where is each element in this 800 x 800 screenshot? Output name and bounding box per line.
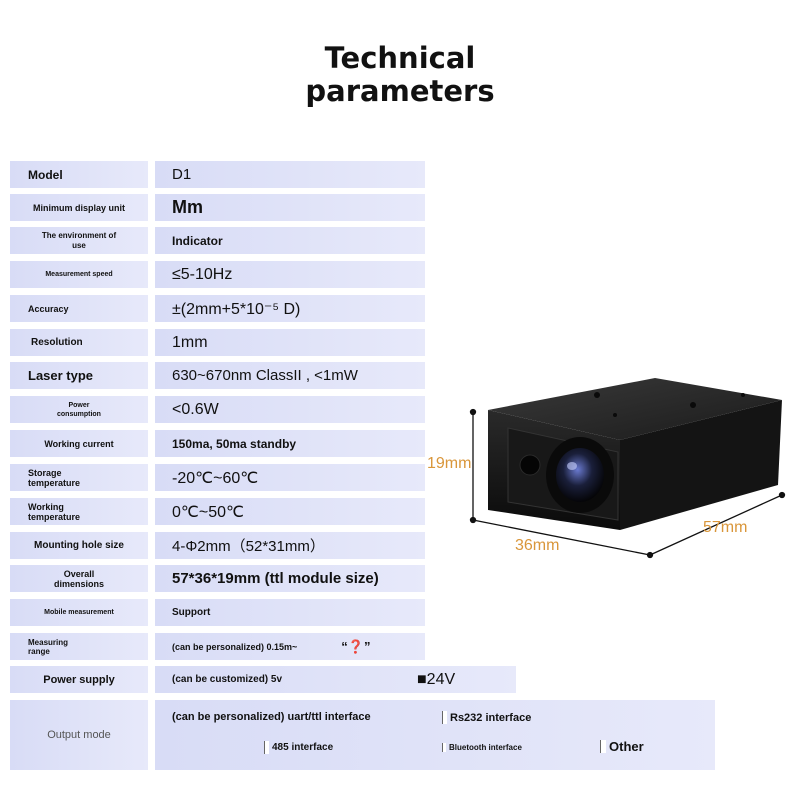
page-title: Technical parameters — [250, 42, 550, 108]
checkbox-icon — [600, 740, 606, 753]
value-accuracy: ±(2mm+5*10⁻⁵ D) — [155, 295, 425, 322]
dimension-height: 19mm — [427, 455, 472, 472]
value-resolution: 1mm — [155, 329, 425, 356]
label-model: Model — [10, 161, 148, 188]
output-option-other: Other — [600, 739, 644, 754]
value-model: D1 — [155, 161, 425, 188]
output-option-485: 485 interface — [264, 741, 333, 754]
value-power-supply: (can be customized) 5v ■24V — [155, 666, 516, 693]
value-min-display-unit: Mm — [155, 194, 425, 221]
small-lens-icon — [519, 454, 541, 476]
label-measuring-range: Measuring range — [10, 633, 148, 660]
label-environment: The environment of use — [10, 227, 148, 254]
output-option-bluetooth: Bluetooth interface — [442, 743, 522, 752]
label-min-display-unit: Minimum display unit — [10, 194, 148, 221]
product-image — [469, 378, 786, 559]
label-mobile-measurement: Mobile measurement — [10, 599, 148, 626]
module-top-face — [488, 378, 782, 440]
value-measurement-speed: ≤5-10Hz — [155, 261, 425, 288]
label-power-supply: Power supply — [10, 666, 148, 693]
label-accuracy: Accuracy — [10, 295, 148, 322]
dimension-width: 36mm — [515, 537, 560, 554]
output-option-rs232: Rs232 interface — [442, 711, 531, 724]
power-supply-extra: ■24V — [417, 670, 456, 688]
label-resolution: Resolution — [10, 329, 148, 356]
label-overall-dimensions: Overall dimensions — [10, 565, 148, 592]
value-working-temperature: 0℃~50℃ — [155, 498, 425, 525]
measuring-range-extra: “❓” — [341, 638, 371, 654]
title-line-1: Technical — [324, 41, 476, 75]
value-overall-dimensions: 57*36*19mm (ttl module size) — [155, 565, 425, 592]
checkbox-icon — [264, 741, 269, 754]
label-working-current: Working current — [10, 430, 148, 457]
value-measuring-range: (can be personalized) 0.15m~ “❓” — [155, 633, 425, 660]
title-line-2: parameters — [305, 74, 495, 108]
label-output-mode: Output mode — [10, 700, 148, 770]
value-environment: Indicator — [155, 227, 425, 254]
value-laser-type: 630~670nm ClassII , <1mW — [155, 362, 425, 389]
checkbox-icon — [442, 711, 447, 724]
measuring-range-text: (can be personalized) 0.15m~ — [172, 641, 298, 652]
power-supply-text: (can be customized) 5v — [172, 674, 283, 685]
value-output-mode — [155, 700, 715, 770]
label-storage-temperature: Storage temperature — [10, 464, 148, 491]
value-working-current: 150ma, 50ma standby — [155, 430, 425, 457]
label-power-consumption: Power consumption — [10, 396, 148, 423]
dimension-length: 57mm — [703, 519, 748, 536]
label-measurement-speed: Measurement speed — [10, 261, 148, 288]
value-mounting-hole-size: 4-Φ2mm（52*31mm） — [155, 532, 425, 559]
value-storage-temperature: -20℃~60℃ — [155, 464, 425, 491]
module-side-face — [620, 400, 782, 530]
value-power-consumption: <0.6W — [155, 396, 425, 423]
output-option-uart: (can be personalized) uart/ttl interface — [172, 711, 371, 723]
label-mounting-hole-size: Mounting hole size — [10, 532, 148, 559]
value-mobile-measurement: Support — [155, 599, 425, 626]
checkbox-icon — [442, 743, 446, 752]
label-laser-type: Laser type — [10, 362, 148, 389]
label-working-temperature: Working temperature — [10, 498, 148, 525]
